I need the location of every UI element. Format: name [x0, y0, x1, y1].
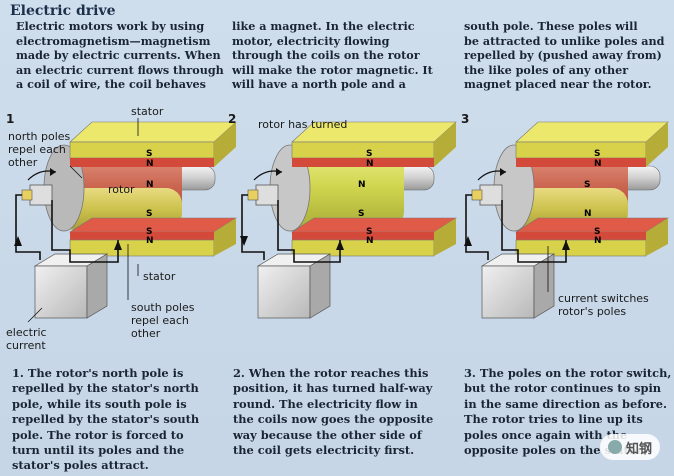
current-arrow-icon — [240, 236, 248, 246]
bottom-stator — [515, 239, 647, 257]
pole-n-bottom: N — [366, 236, 374, 246]
motor-diagram-3: S N S N S N — [464, 121, 670, 319]
top-stator-pole — [516, 158, 646, 167]
wire-right — [501, 200, 567, 263]
wire-left — [465, 194, 489, 260]
brush — [471, 189, 483, 201]
battery-side — [533, 253, 555, 319]
battery — [481, 265, 535, 319]
bottom-stator-pole-top — [68, 217, 238, 233]
top-stator-pole — [70, 158, 214, 167]
step-number-2: 2 — [228, 112, 237, 126]
commutator — [29, 184, 53, 206]
page-title: Electric drive — [10, 3, 116, 19]
pole-s-bottom: S — [146, 227, 152, 237]
wire-left — [15, 194, 41, 260]
intro-column-1: Electric motors work by using electromag… — [16, 19, 224, 92]
caption-3: 3. The poles on the rotor switch, but th… — [464, 366, 672, 458]
label-north-poles: north poles repel each other — [8, 130, 71, 169]
label-stator-bottom: stator — [143, 270, 176, 283]
battery-side — [86, 253, 108, 319]
top-stator — [291, 141, 435, 159]
label-stator-top: stator — [131, 105, 164, 118]
bottom-stator — [69, 239, 215, 257]
current-arrow-icon — [336, 240, 344, 250]
current-arrow-icon — [14, 236, 22, 246]
brush-top — [21, 189, 33, 201]
current-arrow-icon — [464, 236, 472, 246]
wire-right — [51, 200, 119, 263]
pole-s-bottom: S — [594, 227, 600, 237]
rotor-pole-s: S — [584, 180, 590, 190]
pole-n-bottom: N — [594, 236, 602, 246]
rotor-pole-n: N — [584, 209, 592, 219]
intro-column-3: south pole. These poles will be attracte… — [464, 19, 665, 92]
top-stator-side — [646, 122, 668, 167]
top-stator-top — [515, 121, 669, 143]
pole-s-top: S — [366, 149, 372, 159]
pole-s-top: S — [146, 149, 152, 159]
rotor-pole-s: S — [146, 209, 152, 219]
rotation-arrowhead-icon — [276, 168, 282, 176]
rotor-pole-n: N — [358, 180, 366, 190]
bottom-stator-pole-top — [290, 217, 458, 233]
bottom-stator-pole-top — [514, 217, 670, 233]
battery-side — [309, 253, 331, 319]
leader-line — [27, 307, 43, 323]
rotation-arrowhead-icon — [50, 168, 56, 176]
bottom-stator-side — [434, 218, 456, 256]
leader-line — [69, 165, 83, 179]
top-stator — [515, 141, 647, 159]
top-stator-side — [214, 122, 236, 167]
current-arrow-icon — [114, 240, 122, 250]
rotation-arrowhead-icon — [500, 168, 506, 176]
watermark-text: 知钢 — [625, 441, 652, 457]
battery — [257, 265, 311, 319]
label-south-poles: south poles repel each other — [131, 301, 195, 340]
top-stator-pole — [292, 158, 434, 167]
caption-2: 2. When the rotor reaches this position,… — [233, 366, 434, 458]
rotor-pole-s: S — [358, 209, 364, 219]
commutator — [255, 184, 279, 206]
caption-1: 1. The rotor's north pole is repelled by… — [12, 366, 200, 473]
brush — [247, 189, 259, 201]
bottom-stator-side — [214, 218, 236, 256]
bottom-stator-pole — [516, 232, 646, 240]
rotor-pole-n: N — [146, 180, 154, 190]
label-current-switches: current switches rotor's poles — [558, 292, 649, 318]
top-stator — [69, 141, 215, 159]
battery — [34, 265, 88, 319]
wire-right — [277, 200, 341, 263]
pole-n-top: N — [594, 159, 602, 169]
top-stator-side — [434, 122, 456, 167]
current-arrow-icon — [562, 240, 570, 250]
motor-diagram-2: S N N S S N — [240, 121, 458, 319]
intro-column-2: like a magnet. In the electric motor, el… — [232, 19, 433, 92]
watermark: 知钢 — [600, 434, 660, 460]
pole-n-bottom: N — [146, 236, 154, 246]
top-stator-top — [69, 121, 237, 143]
pole-s-top: S — [594, 149, 600, 159]
pole-n-top: N — [146, 159, 154, 169]
step-number-1: 1 — [6, 112, 15, 126]
bottom-stator — [291, 239, 435, 257]
bottom-stator-side — [646, 218, 668, 256]
label-rotor-turned: rotor has turned — [258, 118, 348, 131]
bottom-stator-pole — [70, 232, 214, 240]
step-number-3: 3 — [461, 112, 470, 126]
pole-n-top: N — [366, 159, 374, 169]
bottom-stator-pole — [292, 232, 434, 240]
wire-left — [241, 194, 265, 260]
pole-s-bottom: S — [366, 227, 372, 237]
wechat-icon — [607, 440, 622, 454]
label-rotor: rotor — [108, 183, 135, 196]
motor-diagram-1: S N N S S N — [14, 118, 238, 323]
commutator — [479, 184, 503, 206]
label-electric-current: electric current — [6, 326, 47, 352]
